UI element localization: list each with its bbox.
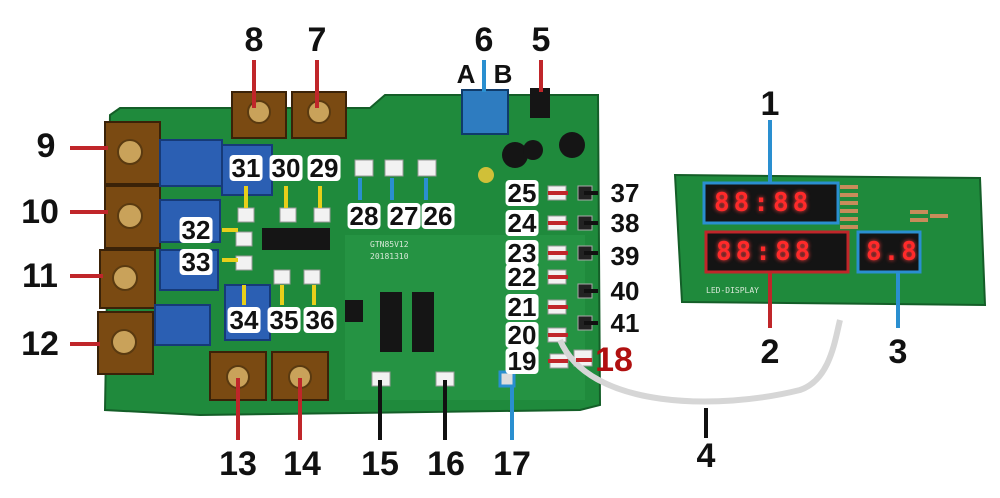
label-20-bg: 20 <box>505 320 539 350</box>
label-20: 20 <box>507 320 537 350</box>
label-21: 21 <box>507 292 537 322</box>
terminal-block-8 <box>231 91 287 139</box>
label-32: 32 <box>181 215 211 245</box>
label-6: 6 <box>474 21 494 59</box>
label-21-bg: 21 <box>505 292 539 322</box>
label-a: A <box>456 59 476 89</box>
label-9: 9 <box>36 127 56 165</box>
label-24: 24 <box>507 208 537 238</box>
label-34-bg: 34 <box>227 305 261 335</box>
label-24-bg: 24 <box>505 208 539 238</box>
ic-chips <box>262 228 434 352</box>
label-25-bg: 25 <box>505 178 539 208</box>
board-date-text: 20181310 <box>370 252 409 261</box>
label-23: 23 <box>507 238 537 268</box>
label-29-bg: 29 <box>307 153 341 183</box>
label-26-bg: 26 <box>421 201 455 231</box>
buzzer <box>559 132 585 158</box>
capacitor-3 <box>478 167 494 183</box>
display-right-digits: 8.8 <box>866 237 919 267</box>
display-right-frame <box>856 230 922 274</box>
label-35-bg: 35 <box>267 305 301 335</box>
label-33-bg: 33 <box>179 247 213 277</box>
label-29: 29 <box>309 153 339 183</box>
display-board-text: LED-DISPLAY <box>706 286 759 295</box>
display-middle-digits: 88:88 <box>716 237 815 267</box>
display-middle-frame <box>704 230 850 274</box>
label-28-bg: 28 <box>347 201 381 231</box>
label-8: 8 <box>244 21 264 59</box>
display-top-frame <box>702 181 840 225</box>
ribbon-cable <box>557 319 843 405</box>
terminal-block-9 <box>104 121 161 185</box>
label-10: 10 <box>21 193 59 231</box>
terminal-block-11 <box>99 249 156 309</box>
label-b: B <box>493 59 513 89</box>
label-35: 35 <box>269 305 299 335</box>
label-30-bg: 30 <box>269 153 303 183</box>
display-top-digits: 88:88 <box>714 188 813 218</box>
label-31-bg: 31 <box>229 153 263 183</box>
label-39: 39 <box>610 241 640 271</box>
label-1: 1 <box>760 85 780 123</box>
label-38: 38 <box>610 208 640 238</box>
label-22: 22 <box>507 262 537 292</box>
terminal-block-12 <box>97 311 154 375</box>
leader-lines <box>70 60 900 440</box>
label-25: 25 <box>507 178 537 208</box>
label-33: 33 <box>181 247 211 277</box>
label-19: 19 <box>507 346 537 376</box>
label-11: 11 <box>22 257 58 295</box>
label-37: 37 <box>610 178 640 208</box>
label-34: 34 <box>229 305 259 335</box>
label-36: 36 <box>305 305 335 335</box>
label-27: 27 <box>389 201 419 231</box>
capacitor-1 <box>502 142 528 168</box>
comm-terminal-ab <box>461 89 509 135</box>
label-16: 16 <box>427 445 465 483</box>
label-26: 26 <box>423 201 453 231</box>
label-4: 4 <box>696 437 716 475</box>
display-resistors <box>840 185 948 229</box>
label-22-bg: 22 <box>505 262 539 292</box>
label-32-bg: 32 <box>179 215 213 245</box>
label-36-bg: 36 <box>303 305 337 335</box>
label-28: 28 <box>349 201 379 231</box>
capacitor-2 <box>523 140 543 160</box>
board-model-text: GTN85V12 <box>370 240 409 249</box>
label-40: 40 <box>610 276 640 306</box>
label-14: 14 <box>283 445 321 483</box>
terminal-block-10 <box>104 185 161 249</box>
label-19-bg: 19 <box>505 346 539 376</box>
label-2: 2 <box>760 333 780 371</box>
label-23-bg: 23 <box>505 238 539 268</box>
label-12: 12 <box>21 325 59 363</box>
label-18: 18 <box>595 341 633 379</box>
power-jack <box>530 88 550 118</box>
label-15: 15 <box>361 445 399 483</box>
label-31: 31 <box>231 153 261 183</box>
label-3: 3 <box>888 333 908 371</box>
label-5: 5 <box>531 21 551 59</box>
label-30: 30 <box>271 153 301 183</box>
label-13: 13 <box>219 445 257 483</box>
label-41: 41 <box>610 308 640 338</box>
label-17: 17 <box>493 445 531 483</box>
label-7: 7 <box>307 21 327 59</box>
label-27-bg: 27 <box>387 201 421 231</box>
